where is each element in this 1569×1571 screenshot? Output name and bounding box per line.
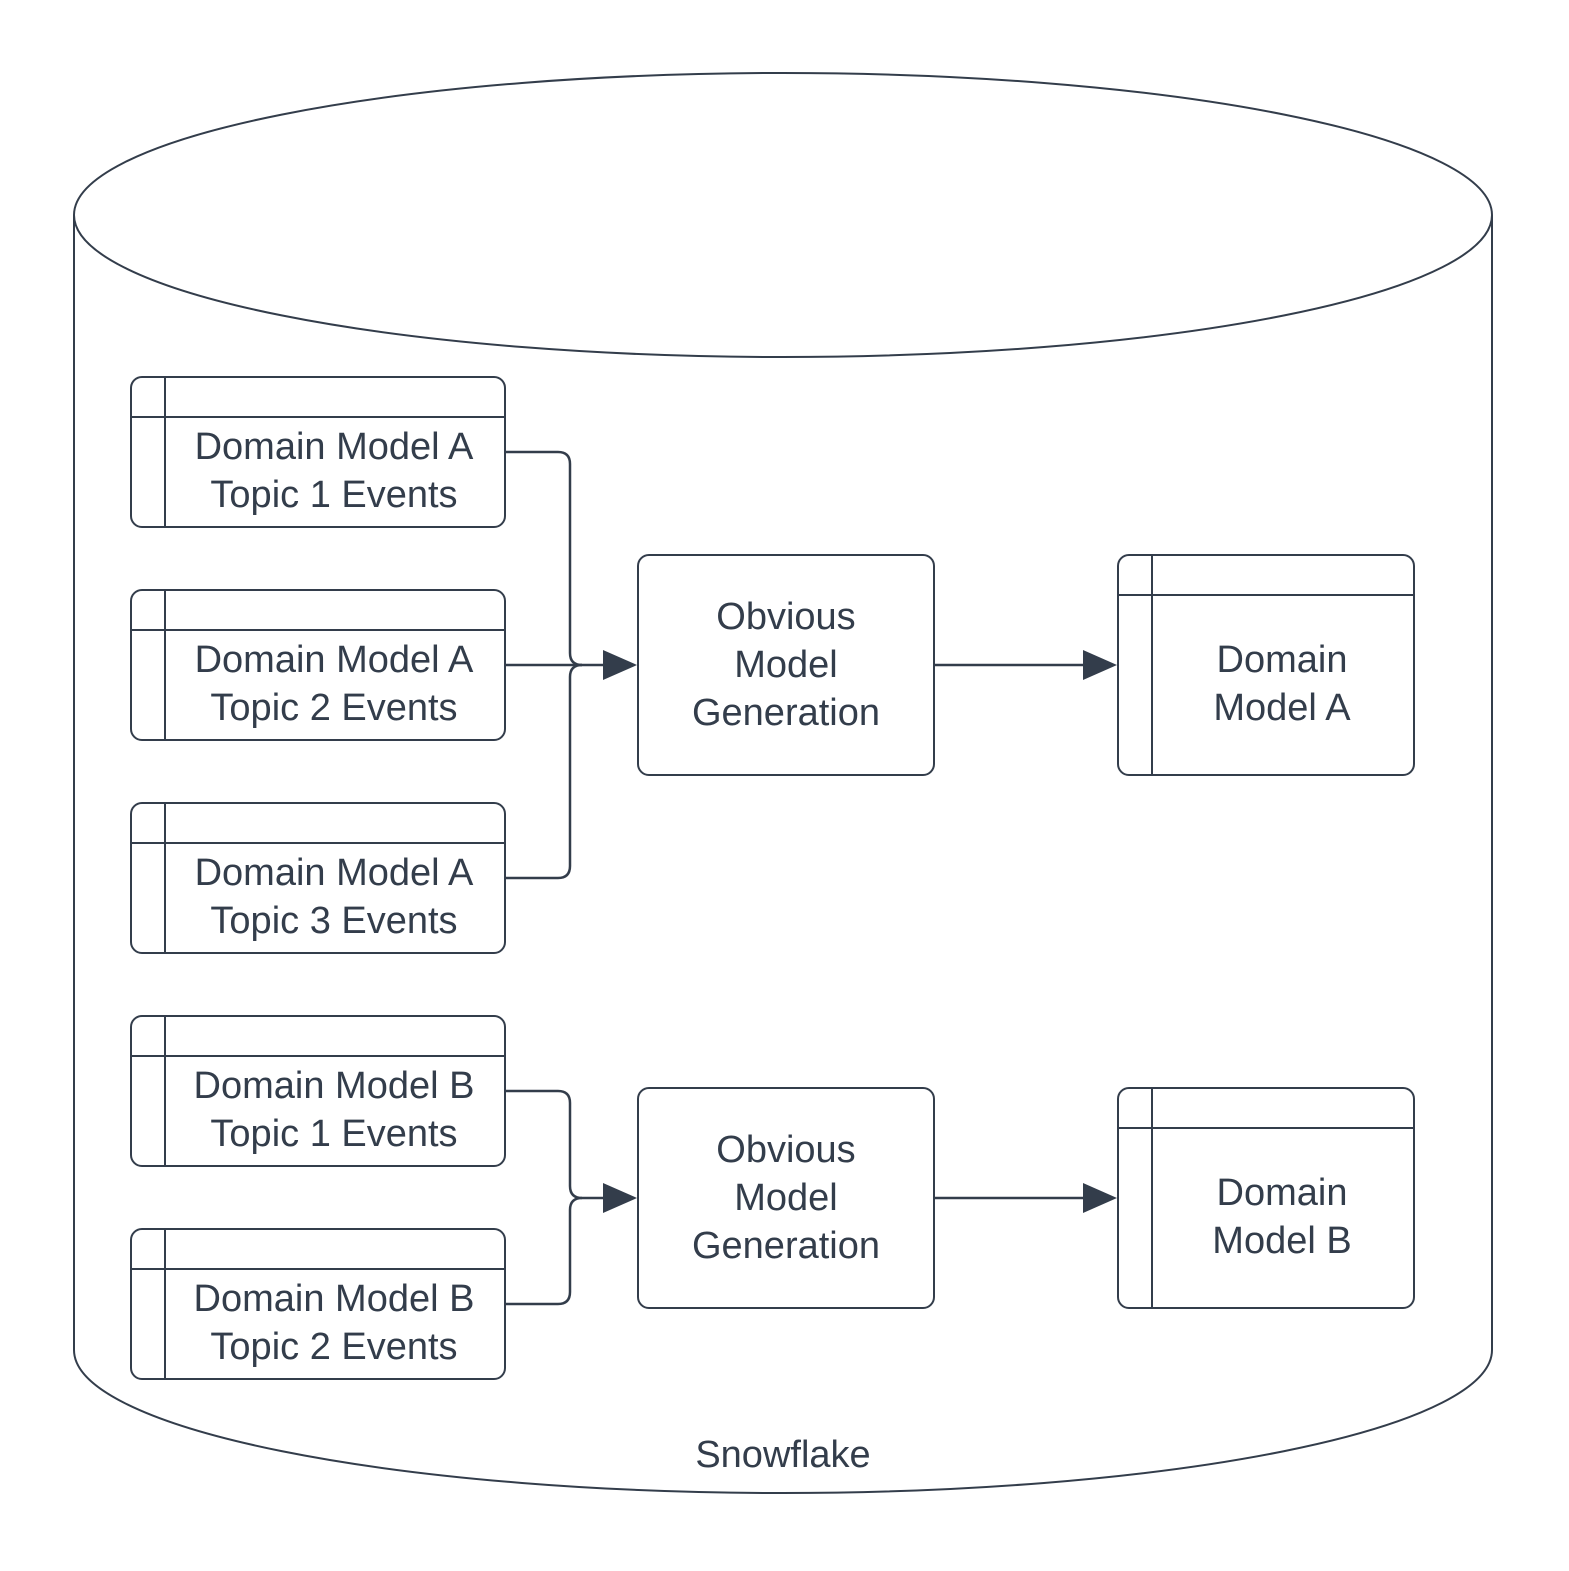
cylinder-label: Snowflake	[695, 1434, 871, 1476]
table-side-column	[1119, 1089, 1153, 1307]
table-label: Domain Model A	[1213, 639, 1351, 729]
arrowhead-a-process-in	[603, 650, 637, 680]
table-domain-model-a: Domain Model A	[1117, 554, 1415, 776]
connector-b-topic2-to-process	[506, 1196, 583, 1306]
arrowhead-b-output-in	[1083, 1183, 1117, 1213]
process-box-a: Obvious Model Generation	[637, 554, 935, 776]
table-label: Domain Model B Topic 1 Events	[193, 1065, 475, 1155]
snowflake-cylinder	[73, 72, 1493, 1494]
table-label: Domain Model B	[1212, 1172, 1352, 1262]
table-domain-a-topic-1: Domain Model A Topic 1 Events	[130, 376, 506, 528]
table-label: Domain Model B Topic 2 Events	[193, 1278, 475, 1368]
table-header-row	[132, 804, 504, 844]
connector-a-topic3-to-process	[506, 663, 583, 880]
table-header-row	[132, 1017, 504, 1057]
cylinder-top-ellipse	[73, 72, 1493, 358]
connector-a-topic1-to-process	[506, 450, 583, 667]
table-label: Domain Model A Topic 3 Events	[194, 852, 474, 942]
table-label: Domain Model A Topic 1 Events	[194, 426, 474, 516]
table-domain-a-topic-2: Domain Model A Topic 2 Events	[130, 589, 506, 741]
table-domain-b-topic-2: Domain Model B Topic 2 Events	[130, 1228, 506, 1380]
table-side-column	[132, 804, 166, 952]
table-side-column	[132, 1230, 166, 1378]
table-side-column	[132, 1017, 166, 1165]
table-domain-a-topic-3: Domain Model A Topic 3 Events	[130, 802, 506, 954]
table-header-row	[132, 591, 504, 631]
cylinder-body	[73, 215, 1493, 1494]
table-header-row	[132, 1230, 504, 1270]
table-label: Domain Model A Topic 2 Events	[194, 639, 474, 729]
arrowhead-b-process-in	[603, 1183, 637, 1213]
table-header-row	[132, 378, 504, 418]
arrowhead-a-output-in	[1083, 650, 1117, 680]
connector-b-topic1-to-process	[506, 1089, 583, 1200]
table-header-row	[1119, 1089, 1413, 1129]
process-box-b: Obvious Model Generation	[637, 1087, 935, 1309]
table-side-column	[132, 591, 166, 739]
table-header-row	[1119, 556, 1413, 596]
table-domain-b-topic-1: Domain Model B Topic 1 Events	[130, 1015, 506, 1167]
table-side-column	[1119, 556, 1153, 774]
table-side-column	[132, 378, 166, 526]
table-domain-model-b: Domain Model B	[1117, 1087, 1415, 1309]
